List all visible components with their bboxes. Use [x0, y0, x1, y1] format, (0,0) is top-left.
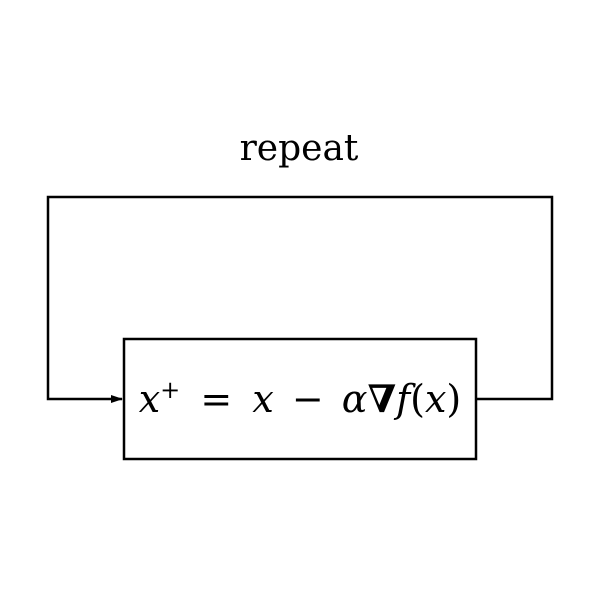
open-paren: ( — [410, 377, 425, 421]
nabla-icon: ∇ — [367, 376, 396, 421]
function-arg: x — [425, 377, 446, 421]
equals-sign: = — [200, 377, 232, 421]
close-paren: ) — [446, 377, 461, 421]
update-rule-box — [122, 337, 478, 461]
feedback-loop-line — [46, 195, 554, 403]
lhs-variable: x — [139, 377, 160, 421]
step-size-alpha: α — [342, 377, 368, 421]
repeat-label: repeat — [240, 128, 359, 169]
update-rule-equation: x+ = x − α∇f(x) — [139, 376, 462, 421]
minus-sign: − — [292, 377, 324, 421]
lhs-superscript: + — [160, 376, 180, 404]
current-x: x — [252, 377, 273, 421]
